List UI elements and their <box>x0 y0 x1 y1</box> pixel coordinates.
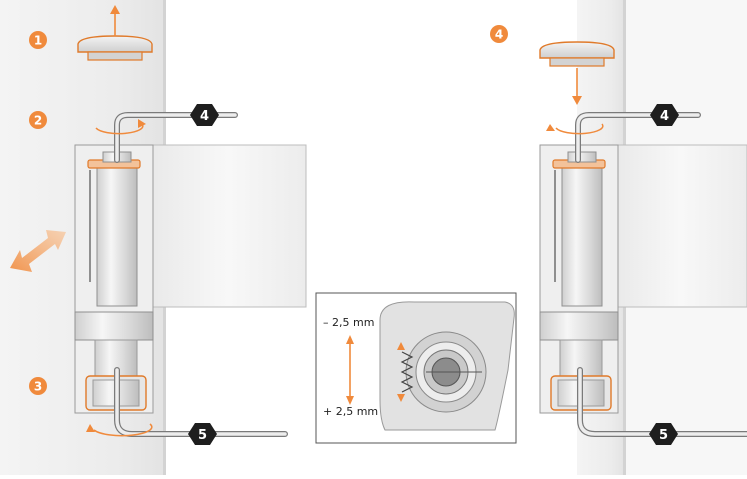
arrow-up-icon <box>110 5 120 36</box>
adjustment-detail-inset: – 2,5 mm + 2,5 mm <box>315 292 517 444</box>
step-badge-4: 4 <box>490 25 508 43</box>
door-leaf-right <box>613 144 747 308</box>
hex-key-icon <box>575 112 701 163</box>
door-leaf-left <box>149 144 307 308</box>
step-badge-3: 3 <box>29 377 47 395</box>
rotate-icon <box>86 423 153 437</box>
plus-adjustment-label: + 2,5 mm <box>323 405 378 418</box>
key-label-lower-left: 5 <box>198 428 207 443</box>
cap-icon <box>77 35 153 61</box>
hex-key-icon <box>577 367 747 437</box>
step-label-1: 1 <box>34 34 42 48</box>
vertical-adjust-arrow <box>346 335 354 405</box>
key-badge-lower-right: 5 <box>649 423 678 445</box>
hex-key-icon <box>114 367 288 437</box>
cap-icon <box>539 41 615 67</box>
key-badge-upper-right: 4 <box>650 104 679 126</box>
step-badge-1: 1 <box>29 31 47 49</box>
step-badge-2: 2 <box>29 111 47 129</box>
step-label-3: 3 <box>34 380 42 394</box>
left-hinge <box>74 144 307 414</box>
key-label-lower-right: 5 <box>659 428 668 443</box>
rotate-icon <box>95 119 146 135</box>
minus-adjustment-label: – 2,5 mm <box>323 316 374 329</box>
key-label-upper-right: 4 <box>660 109 669 124</box>
key-badge-lower-left: 5 <box>188 423 217 445</box>
right-hinge <box>539 144 747 414</box>
hex-key-icon <box>114 112 238 163</box>
step-label-4: 4 <box>495 28 503 42</box>
arrow-down-icon <box>572 68 582 105</box>
diagonal-arrow-icon <box>10 230 66 272</box>
rotate-icon <box>546 123 604 135</box>
key-label-upper-left: 4 <box>200 109 209 124</box>
key-badge-upper-left: 4 <box>190 104 219 126</box>
step-label-2: 2 <box>34 114 42 128</box>
